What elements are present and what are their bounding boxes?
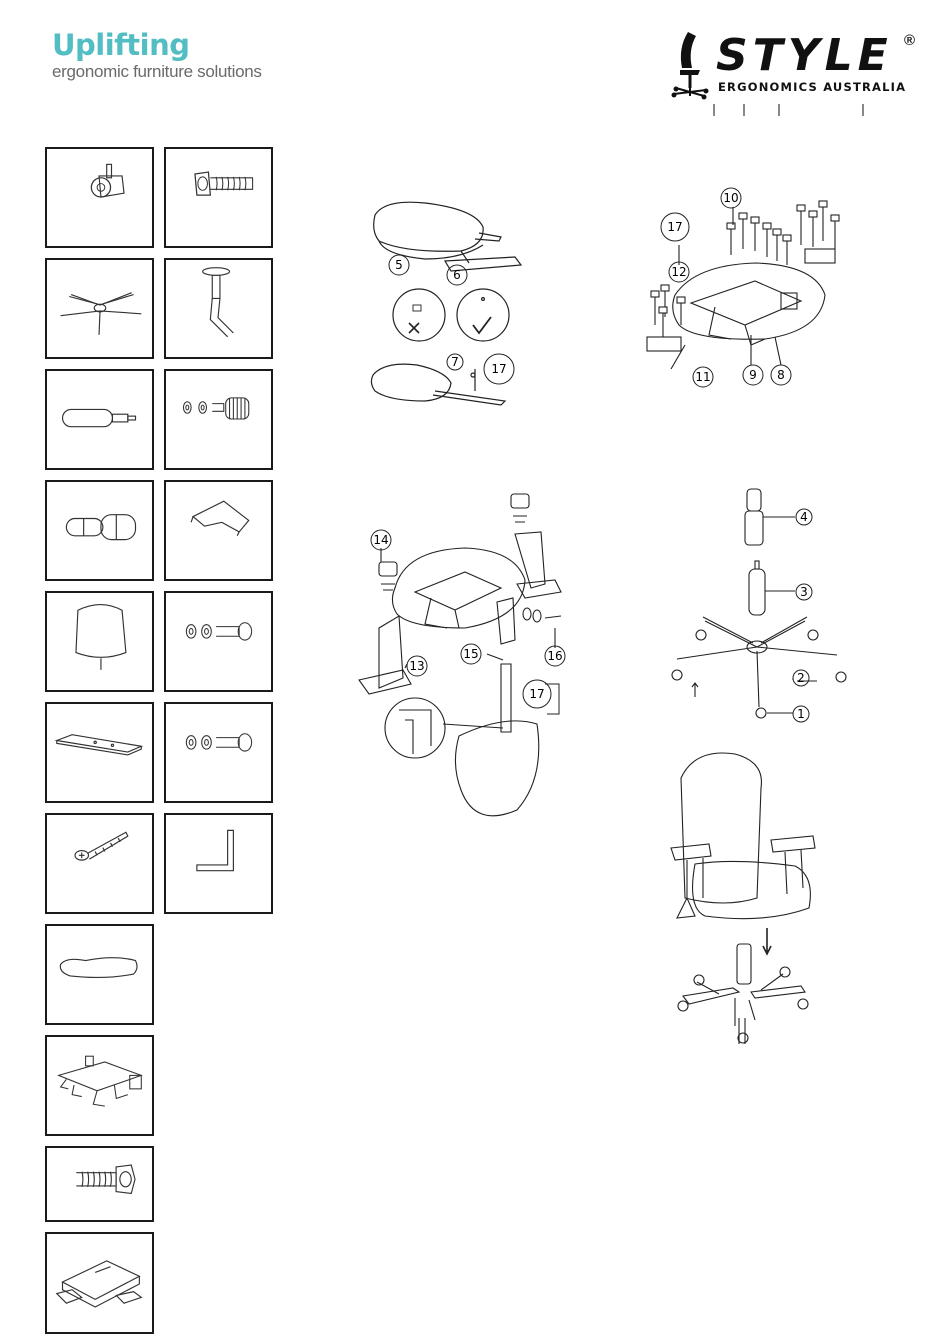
step4-base-gaslift-diagram: 4 3 2 1 xyxy=(665,485,855,725)
callout-9: 9 xyxy=(749,368,757,382)
hex-bolt-icon xyxy=(166,149,271,246)
part-hex-bolt xyxy=(164,147,273,248)
step5-drawing xyxy=(665,748,850,1050)
step5-final-assembly-diagram xyxy=(665,748,850,1050)
wood-screw-icon xyxy=(47,815,152,912)
armrest-icon xyxy=(166,260,271,357)
callout-8: 8 xyxy=(777,368,785,382)
callout-12: 12 xyxy=(671,265,686,279)
callout-2: 2 xyxy=(797,671,805,685)
chair-logo-icon xyxy=(666,28,714,108)
step3-drawing: 14 13 15 16 17 xyxy=(355,488,585,828)
step1-drawing: 5 6 7 17 xyxy=(365,195,535,420)
part-gas-lift xyxy=(45,369,154,470)
callout-10: 10 xyxy=(723,191,738,205)
five-star-base-icon xyxy=(47,260,152,357)
castor-icon xyxy=(47,149,152,246)
part-plate xyxy=(45,702,154,803)
part-washer-bolt-set-b xyxy=(164,702,273,803)
callout-5: 5 xyxy=(395,258,403,272)
seat-cushion-icon xyxy=(47,926,152,1023)
part-allen-key xyxy=(164,813,273,914)
logo-word: STYLE xyxy=(716,30,893,81)
callout-3: 3 xyxy=(800,585,808,599)
callout-4: 4 xyxy=(800,510,808,524)
part-washer-bolt-set-a xyxy=(164,591,273,692)
allen-key-icon xyxy=(166,815,271,912)
knob-washer-set-icon xyxy=(166,371,271,468)
brand-name: Uplifting xyxy=(52,28,262,62)
part-wood-screw xyxy=(45,813,154,914)
part-mechanism xyxy=(45,1035,154,1136)
backrest-icon xyxy=(47,593,152,690)
callout-16: 16 xyxy=(547,649,562,663)
gas-lift-icon xyxy=(47,371,152,468)
style-logo: STYLE ® ERGONOMICS AUSTRALIA xyxy=(666,28,926,120)
logo-registered-mark: ® xyxy=(904,32,915,49)
brand-tagline: ergonomic furniture solutions xyxy=(52,62,262,82)
part-knob-washer-set xyxy=(164,369,273,470)
step3-arms-backrest-diagram: 14 13 15 16 17 xyxy=(355,488,585,828)
callout-11: 11 xyxy=(695,370,710,384)
callout-15: 15 xyxy=(463,647,478,661)
part-hex-bolt-large xyxy=(45,1146,154,1222)
callout-7: 7 xyxy=(451,355,459,369)
step2-drawing: 10 17 12 11 9 8 xyxy=(635,185,850,395)
callout-17: 17 xyxy=(529,687,544,701)
washer-bolt-set-icon xyxy=(166,704,271,801)
callout-6: 6 xyxy=(453,268,461,282)
step1-seat-plate-diagram: 5 6 7 17 xyxy=(365,195,535,420)
logo-subtitle: ERGONOMICS AUSTRALIA xyxy=(718,80,906,94)
washer-bolt-set-icon xyxy=(166,593,271,690)
plate-icon xyxy=(47,704,152,801)
step2-mechanism-diagram: 10 17 12 11 9 8 xyxy=(635,185,850,395)
part-castor xyxy=(45,147,154,248)
callout-1: 1 xyxy=(797,707,805,721)
part-seat-cushion xyxy=(45,924,154,1025)
part-gas-lift-cover xyxy=(45,480,154,581)
part-arm-bracket xyxy=(45,1232,154,1334)
brand-block: Uplifting ergonomic furniture solutions xyxy=(52,28,262,82)
step4-drawing: 4 3 2 1 xyxy=(665,485,855,725)
back-bracket-cover-icon xyxy=(166,482,271,579)
part-backrest xyxy=(45,591,154,692)
part-back-bracket-cover xyxy=(164,480,273,581)
callout-17: 17 xyxy=(491,362,506,376)
arm-bracket-icon xyxy=(47,1234,152,1332)
logo-tick-marks xyxy=(666,102,926,122)
hex-bolt-icon xyxy=(47,1148,152,1220)
callout-14: 14 xyxy=(373,533,388,547)
mechanism-icon xyxy=(47,1037,152,1134)
gas-lift-cover-icon xyxy=(47,482,152,579)
part-armrest xyxy=(164,258,273,359)
part-five-star-base xyxy=(45,258,154,359)
callout-17: 17 xyxy=(667,220,682,234)
callout-13: 13 xyxy=(409,659,424,673)
